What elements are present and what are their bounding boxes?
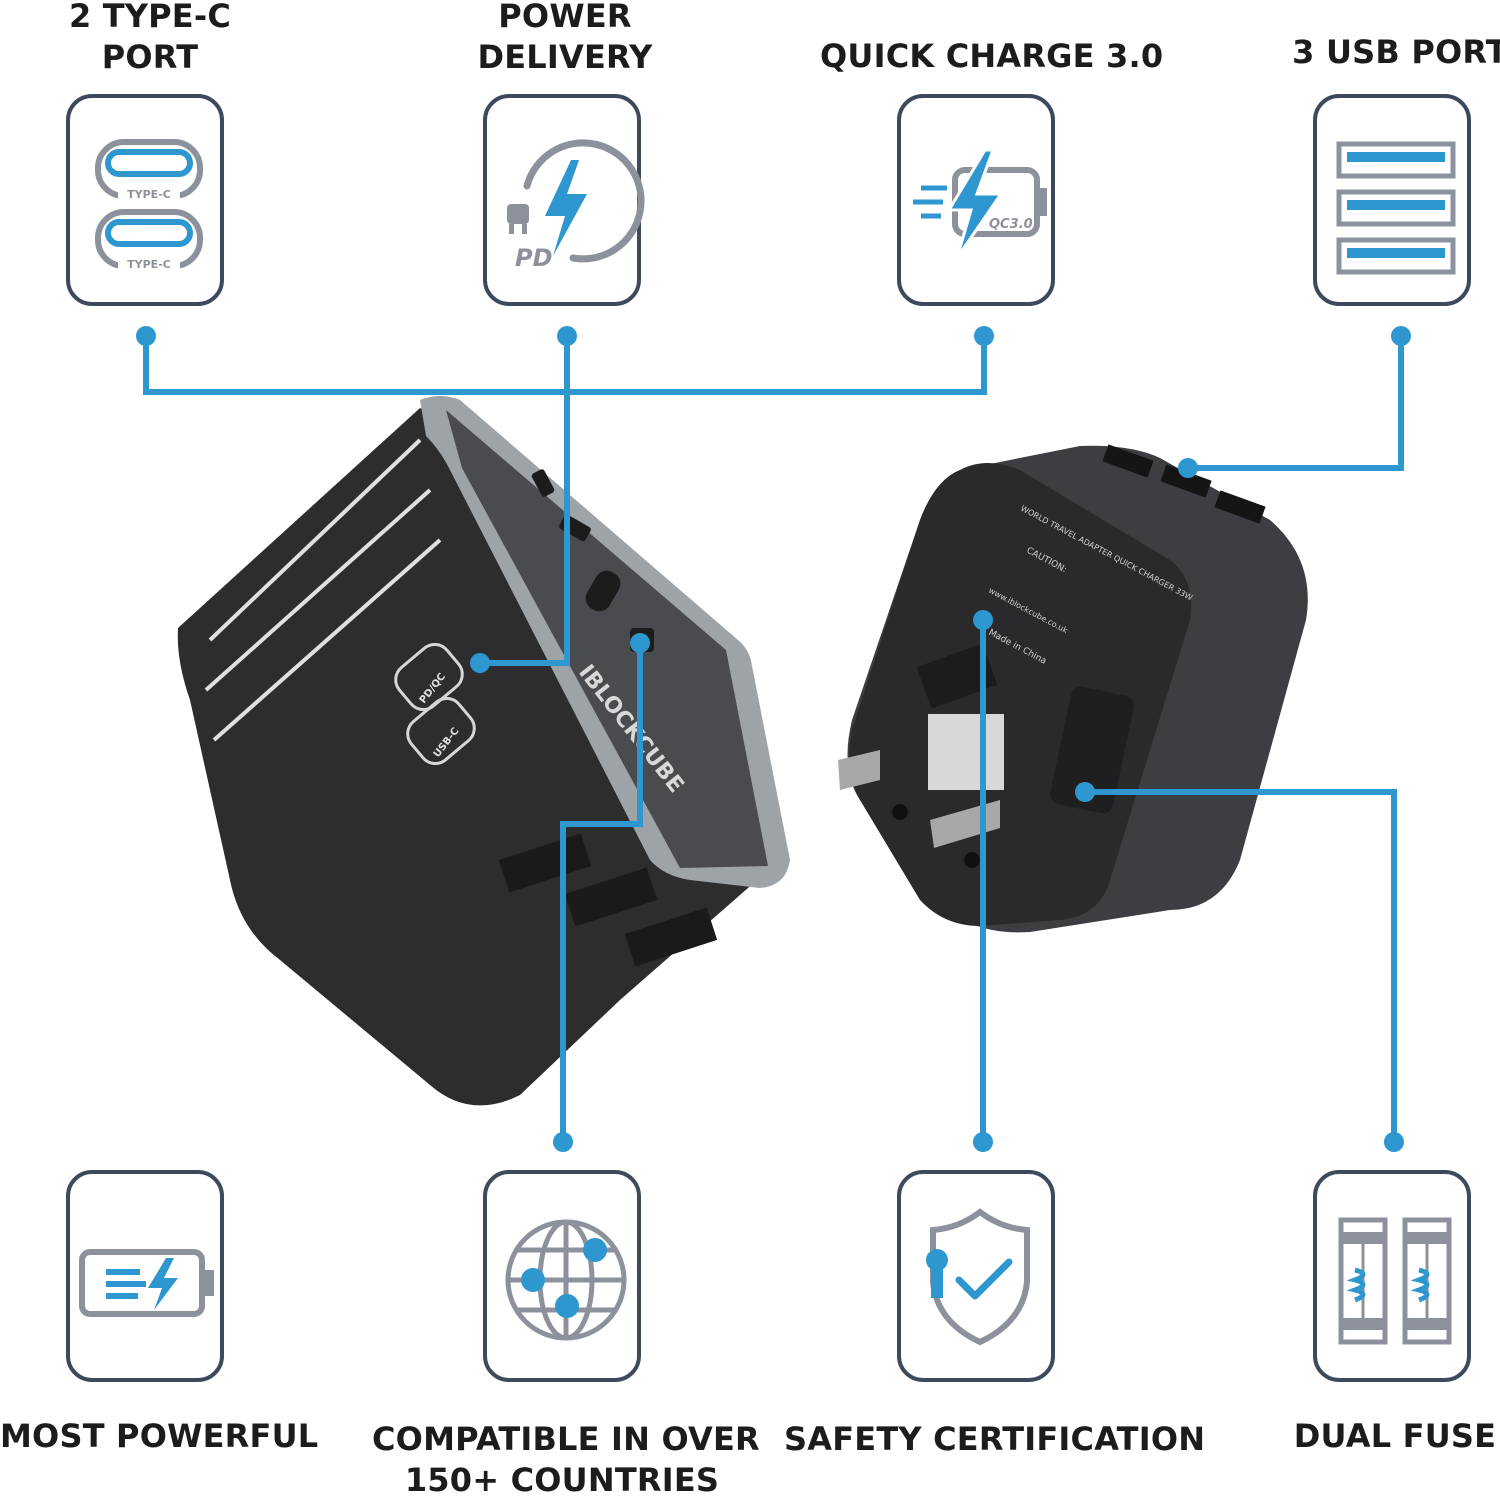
feature-label-line: QUICK CHARGE 3.0 — [820, 37, 1164, 75]
adapter-back-view: WORLD TRAVEL ADAPTER QUICK CHARGER 33W C… — [838, 444, 1308, 933]
type-c-ports-icon: TYPE-C TYPE-C — [95, 139, 203, 271]
safety-card — [897, 1170, 1055, 1382]
feature-label-line: SAFETY CERTIFICATION — [784, 1420, 1206, 1458]
quick-charge-icon: QC3.0 — [913, 148, 1047, 259]
feature-label-type-c: 2 TYPE-C PORT — [40, 0, 260, 78]
quick-charge-card: QC3.0 — [897, 94, 1055, 306]
feature-label-line: PORT — [101, 38, 199, 76]
feature-label-line: COMPATIBLE IN OVER — [372, 1420, 760, 1458]
type-c-card: TYPE-C TYPE-C — [66, 94, 224, 306]
feature-label-power-delivery: POWER DELIVERY — [455, 0, 675, 78]
most-powerful-card — [66, 1170, 224, 1382]
feature-label-safety: SAFETY CERTIFICATION — [784, 1419, 1206, 1460]
connector-dots — [136, 326, 1411, 1152]
feature-label-dual-fuse: DUAL FUSE — [1290, 1416, 1500, 1457]
feature-label-line: DELIVERY — [477, 38, 653, 76]
fuse-icon — [1338, 1217, 1452, 1345]
feature-label-countries: COMPATIBLE IN OVER 150+ COUNTRIES — [372, 1419, 760, 1501]
feature-label-usb-ports: 3 USB PORT — [1290, 32, 1500, 73]
type-c-text: TYPE-C — [127, 188, 171, 201]
feature-label-most-powerful: MOST POWERFUL — [0, 1416, 319, 1457]
globe-network-icon — [505, 1219, 627, 1341]
feature-label-line: MOST POWERFUL — [0, 1417, 319, 1455]
pd-text: PD — [515, 244, 553, 272]
feature-label-line: DUAL FUSE — [1293, 1417, 1497, 1455]
battery-bolt-icon — [79, 1249, 214, 1317]
dual-fuse-card — [1313, 1170, 1471, 1382]
usb-ports-icon — [1336, 141, 1456, 275]
connector-lines — [143, 338, 1404, 1142]
feature-label-line: 2 TYPE-C — [68, 0, 232, 35]
usb-ports-card — [1313, 94, 1471, 306]
feature-label-quick-charge: QUICK CHARGE 3.0 — [820, 36, 1164, 77]
countries-card — [483, 1170, 641, 1382]
feature-label-line: 150+ COUNTRIES — [404, 1461, 720, 1499]
type-c-text: TYPE-C — [127, 258, 171, 271]
feature-label-line: 3 USB PORT — [1292, 33, 1500, 71]
power-delivery-card: PD — [483, 94, 645, 306]
power-delivery-icon: PD — [507, 139, 645, 272]
adapter-front-view: PD/QC USB-C IBLOCKCUBE — [177, 396, 790, 1106]
feature-label-line: POWER — [498, 0, 632, 35]
shield-check-icon — [926, 1208, 1030, 1346]
qc-text: QC3.0 — [989, 217, 1033, 232]
